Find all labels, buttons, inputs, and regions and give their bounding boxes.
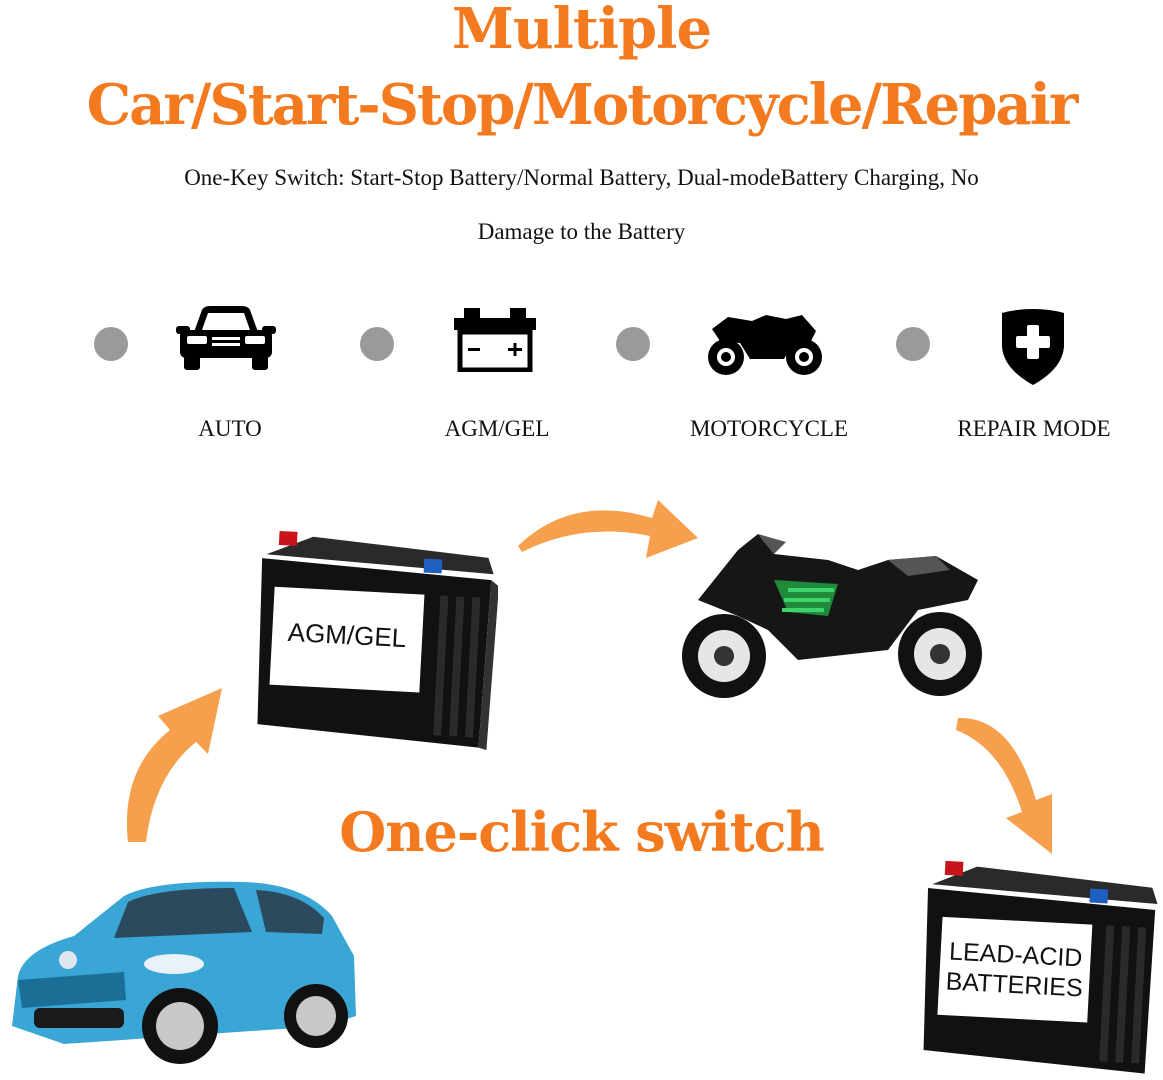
car-image <box>12 881 356 1064</box>
car-icon <box>176 306 276 370</box>
curved-arrow-down-icon <box>956 717 1052 854</box>
title-line-2: Car/Start-Stop/Motorcycle/Repair <box>86 72 1079 138</box>
bullet-dot <box>896 327 930 361</box>
title-line-1: Multiple <box>451 0 712 62</box>
mode-label-auto: AUTO <box>198 416 262 441</box>
curved-arrow-up-icon <box>126 688 222 842</box>
battery-icon <box>454 308 536 372</box>
mode-label-motorcycle: MOTORCYCLE <box>689 416 849 441</box>
motorcycle-image <box>682 534 982 698</box>
motorcycle-icon <box>708 315 822 375</box>
bullet-dot <box>94 327 128 361</box>
lead-acid-battery-image <box>923 860 1158 1074</box>
curved-arrow-right-icon <box>518 500 698 558</box>
shield-plus-icon <box>1002 309 1064 385</box>
bullet-dot <box>360 327 394 361</box>
mode-label-repair: REPAIR MODE <box>957 416 1111 441</box>
one-click-switch-text: One-click switch <box>339 800 825 864</box>
subtitle-line-2: Damage to the Battery <box>477 219 686 244</box>
subtitle-line-1: One-Key Switch: Start-Stop Battery/Norma… <box>184 165 979 190</box>
bullet-dot <box>616 327 650 361</box>
agm-gel-battery-image <box>257 530 498 750</box>
mode-label-agm-gel: AGM/GEL <box>444 416 550 441</box>
lead-acid-battery-label: LEAD-ACID BATTERIES <box>939 936 1092 1004</box>
